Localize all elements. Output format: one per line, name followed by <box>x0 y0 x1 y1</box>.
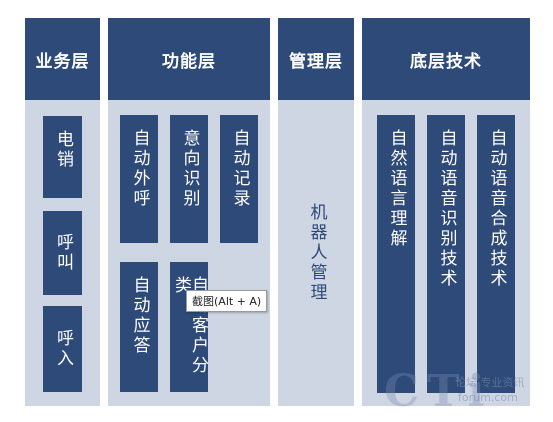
function-item-auto-response: 自动应答 <box>120 262 158 392</box>
function-item-auto-record: 自动记录 <box>220 115 258 243</box>
function-item-label: 自动记录 <box>229 129 250 209</box>
business-item-label: 呼入 <box>53 329 73 369</box>
management-column <box>278 100 354 406</box>
tech-item-tts: 自动语音合成技术 <box>477 115 515 393</box>
function-item-auto-outbound: 自动外呼 <box>120 115 158 243</box>
business-layer-header: 业务层 <box>25 18 100 100</box>
tech-item-nlu: 自然语言理解 <box>377 115 415 393</box>
function-item-intent-recognition: 意向识别 <box>170 115 208 243</box>
function-item-label: 意向识别 <box>179 129 200 209</box>
function-item-auto-customer-classification: 自动客户分类 <box>170 262 208 392</box>
business-item-telesales: 电销 <box>43 116 82 198</box>
function-item-label: 自动应答 <box>129 276 150 356</box>
robot-management-label: 机器人管理 <box>306 203 327 303</box>
business-item-call: 呼叫 <box>43 211 82 295</box>
management-layer-header: 管理层 <box>278 18 354 100</box>
watermark-line1: 论坛·专业资讯 <box>455 376 525 389</box>
function-layer-header: 功能层 <box>108 18 270 100</box>
tech-item-label: 自动语音合成技术 <box>486 129 507 289</box>
watermark-line2: forum.com <box>458 391 518 404</box>
tech-item-label: 自然语言理解 <box>386 129 407 249</box>
tech-item-label: 自动语音识别技术 <box>436 129 457 289</box>
function-item-label: 自动外呼 <box>129 129 150 209</box>
business-item-label: 电销 <box>53 130 73 170</box>
tech-item-asr: 自动语音识别技术 <box>427 115 465 393</box>
business-item-label: 呼叫 <box>53 233 73 273</box>
watermark-logo: CTi <box>384 366 493 417</box>
management-item: 机器人管理 <box>278 100 354 406</box>
technology-layer-header: 底层技术 <box>362 18 530 100</box>
business-item-inbound: 呼入 <box>43 306 82 392</box>
screenshot-tooltip: 截图(Alt + A) <box>186 290 268 312</box>
